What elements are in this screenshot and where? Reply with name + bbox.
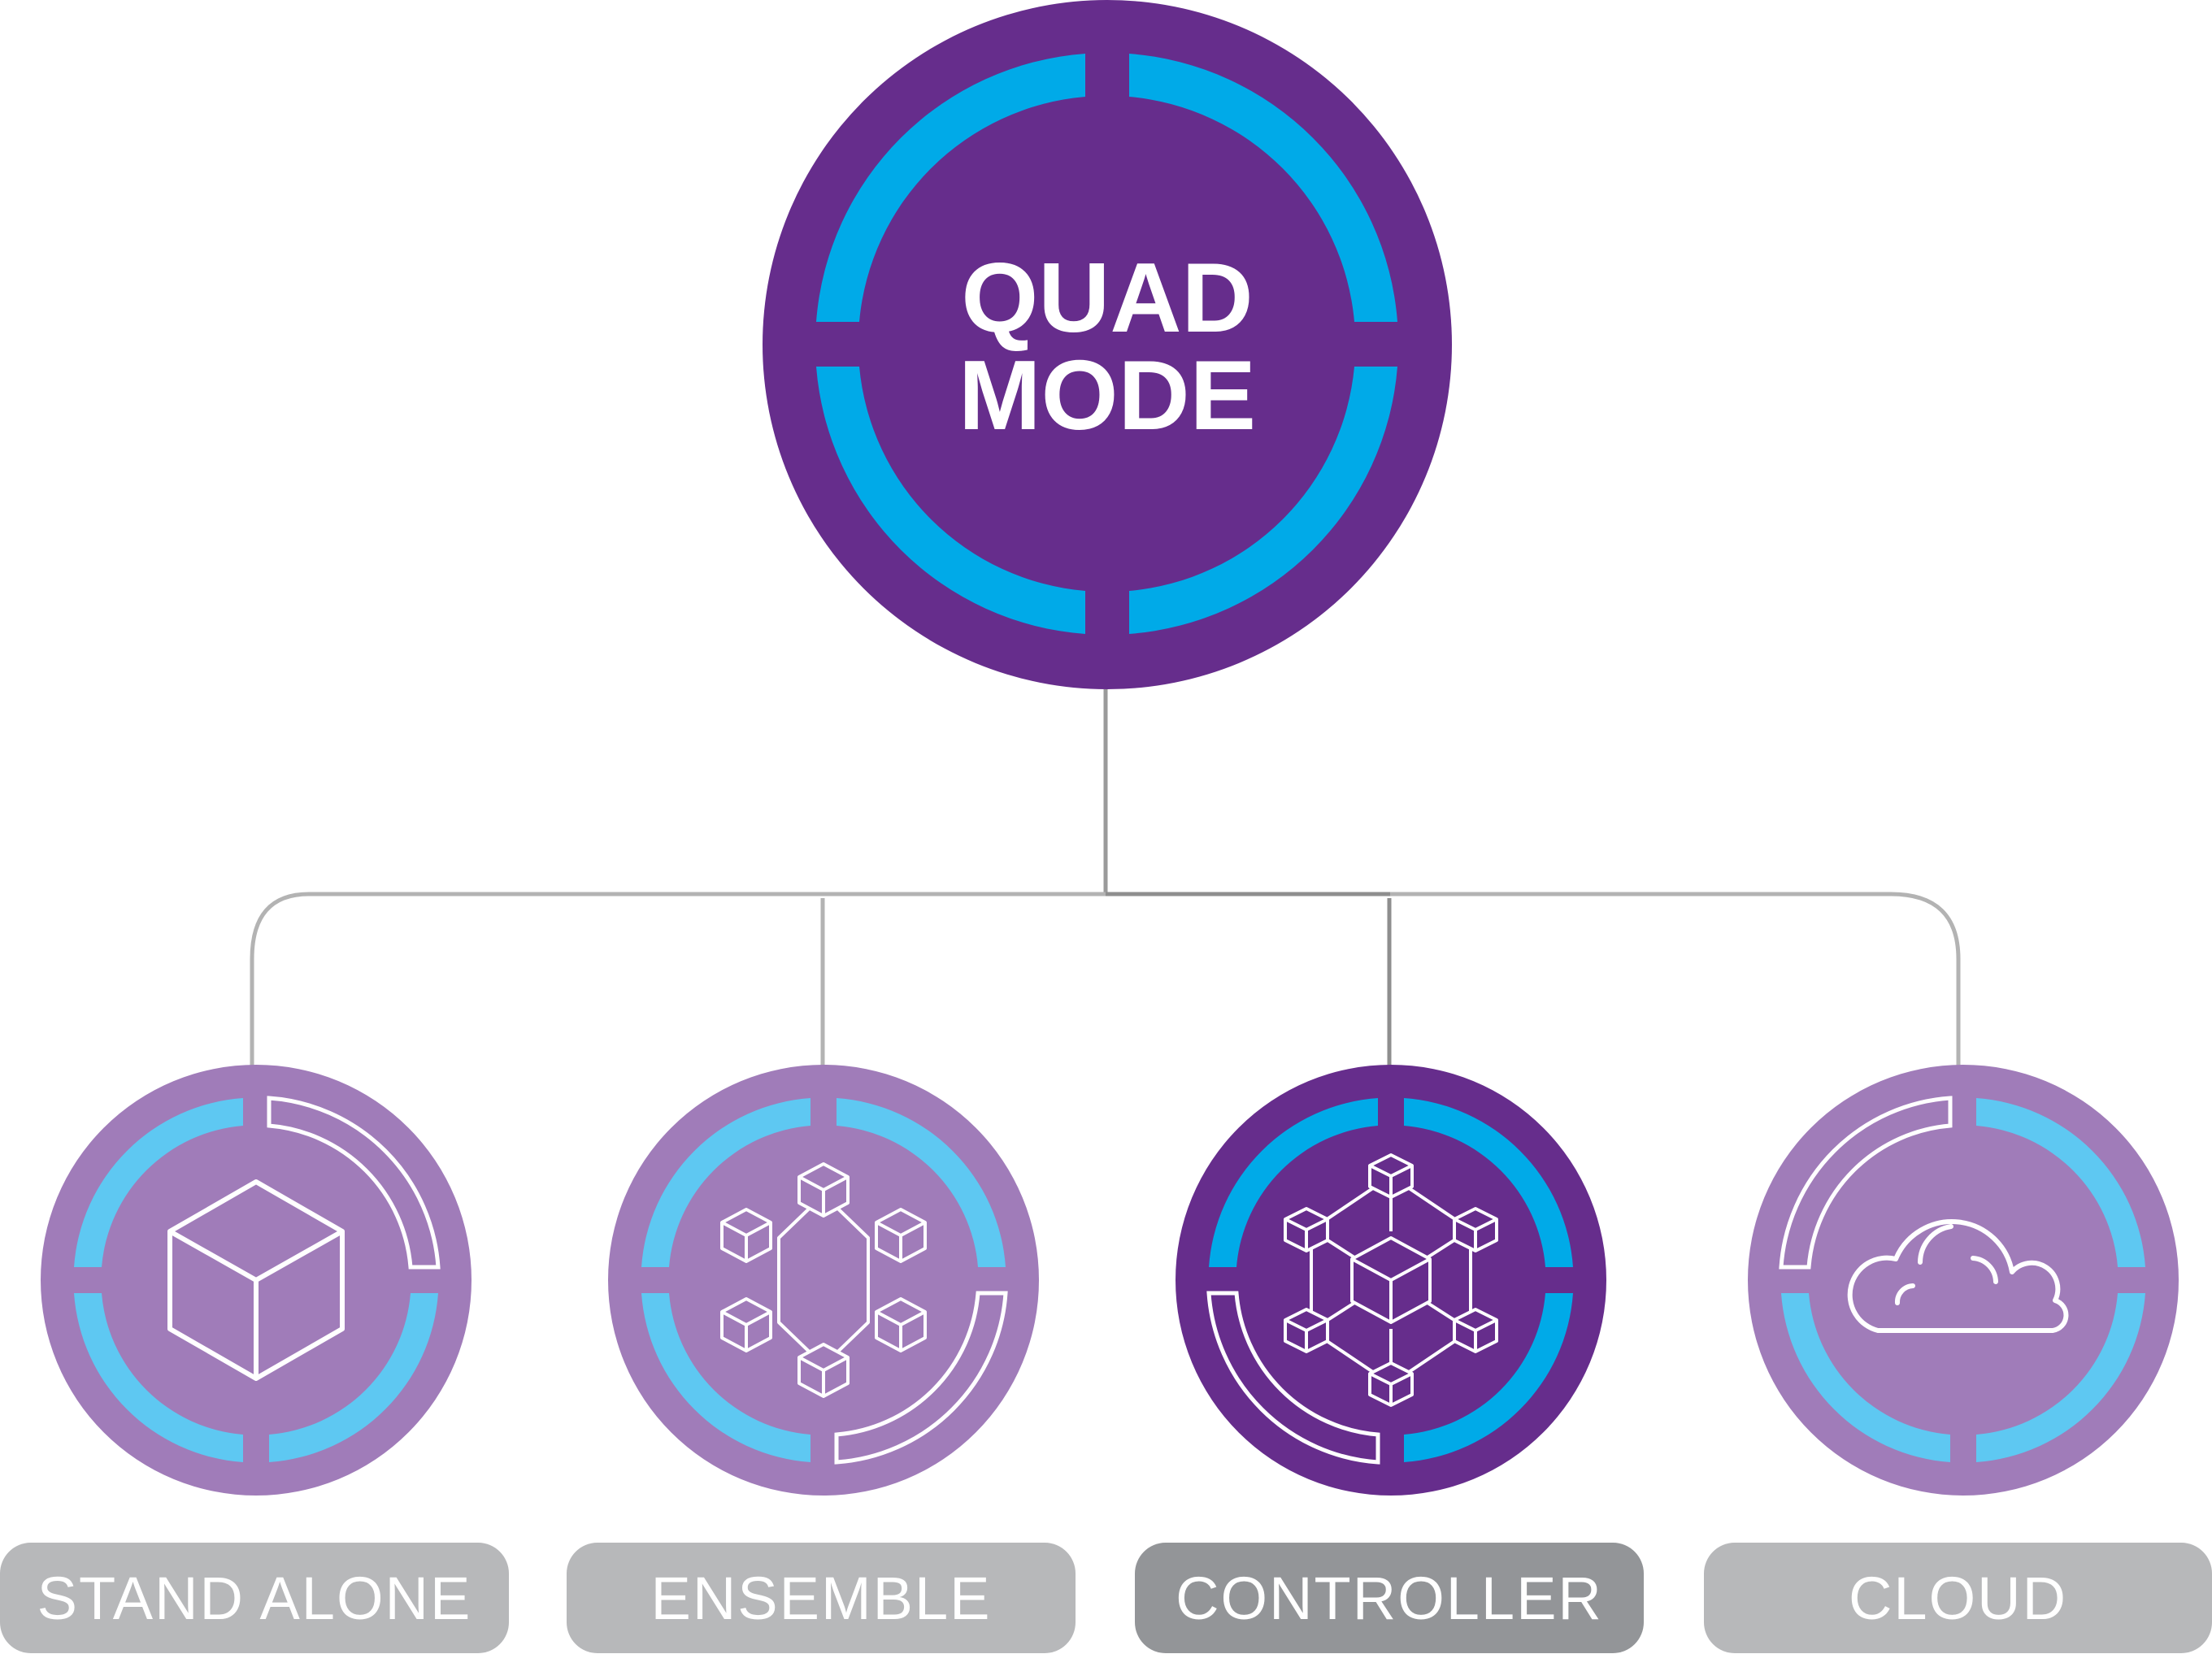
cube-network-icon (1284, 1153, 1498, 1407)
ensemble-label[interactable]: ENSEMBLE (567, 1543, 1076, 1653)
cube-ring-icon (720, 1162, 927, 1398)
controller-ring (1206, 1098, 1573, 1465)
connector-stand-alone (250, 892, 310, 1066)
center-cube (1350, 1236, 1432, 1324)
stand-alone-outline-arc (267, 1096, 441, 1270)
quad-mode-main-node: QUAD MODE (763, 0, 1452, 689)
cloud-ring (1779, 1096, 2145, 1462)
main-title-line1: QUAD (961, 242, 1253, 353)
stand-alone-label[interactable]: STAND ALONE (0, 1543, 509, 1653)
stand-alone-node[interactable] (41, 1065, 472, 1496)
cloud-outline-arc (1779, 1096, 1953, 1270)
controller-outline-arc (1206, 1291, 1380, 1465)
main-title-line2: MODE (958, 340, 1256, 450)
ensemble-node[interactable] (608, 1065, 1039, 1496)
stand-alone-ring (74, 1096, 441, 1462)
cloud-node[interactable] (1748, 1065, 2179, 1496)
controller-node[interactable] (1176, 1065, 1606, 1496)
controller-label[interactable]: CONTROLLER (1135, 1543, 1644, 1653)
cube-icon (167, 1179, 345, 1381)
cloud-label[interactable]: CLOUD (1704, 1543, 2212, 1653)
ensemble-ring (641, 1098, 1008, 1465)
main-blue-ring (816, 54, 1397, 634)
cloud-icon (1847, 1219, 2069, 1333)
connector-lines (250, 689, 1961, 1066)
connector-cloud (1890, 892, 1961, 1066)
ensemble-outline-arc (834, 1291, 1008, 1465)
